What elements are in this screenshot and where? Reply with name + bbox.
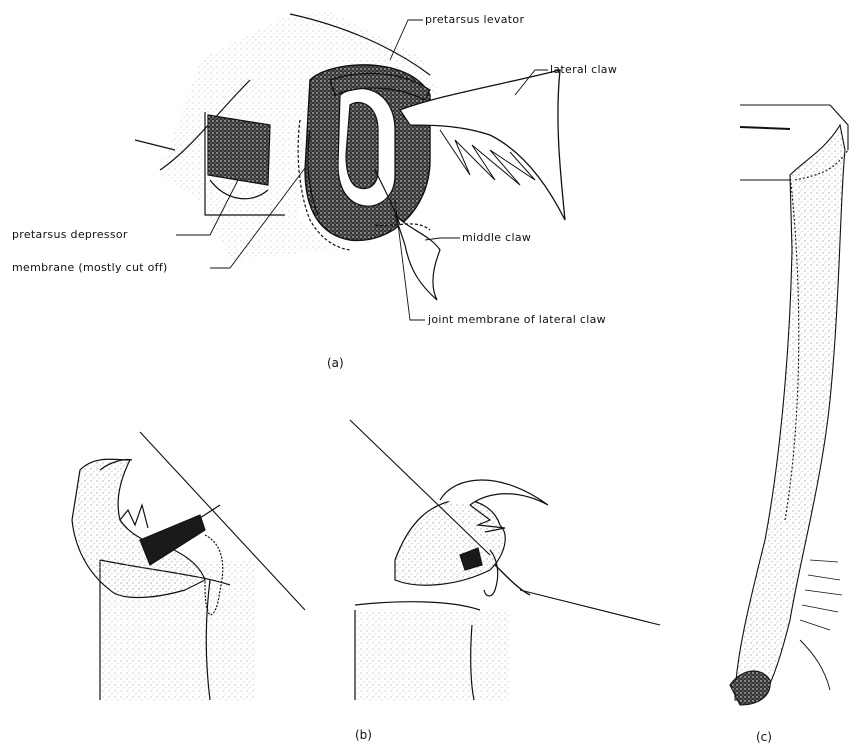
caption-b: (b) [355, 729, 372, 741]
label-membrane: membrane (mostly cut off) [12, 262, 168, 273]
caption-a: (a) [327, 357, 344, 369]
label-lateral-claw: lateral claw [550, 64, 617, 75]
figure-c-drawing [730, 105, 848, 705]
figure-b-right-drawing [350, 420, 660, 700]
caption-c: (c) [756, 731, 772, 743]
label-joint-membrane: joint membrane of lateral claw [428, 314, 606, 325]
figure-a-drawing [135, 12, 565, 300]
label-pretarsus-depressor: pretarsus depressor [12, 229, 128, 240]
label-pretarsus-levator: pretarsus levator [425, 14, 524, 25]
label-middle-claw: middle claw [462, 232, 531, 243]
figure-b-left-drawing [72, 432, 305, 700]
